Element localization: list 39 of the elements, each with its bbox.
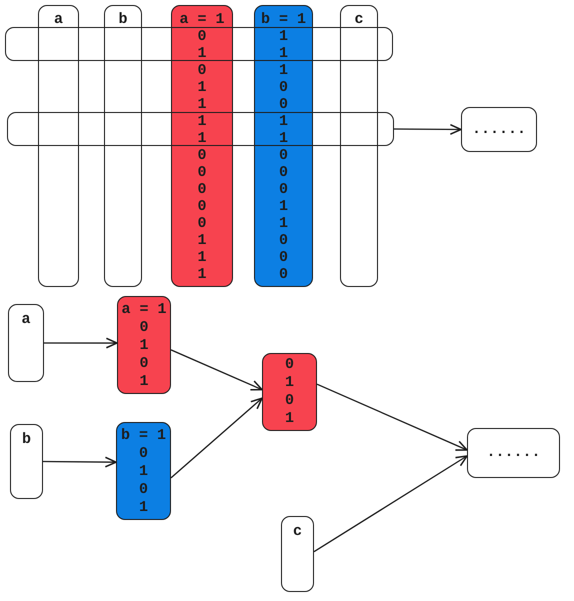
arrow	[394, 124, 462, 135]
column-box	[10, 424, 43, 499]
column-box	[340, 5, 378, 287]
column-box	[104, 5, 142, 287]
bit-values: 0 1 0 1	[284, 356, 295, 428]
arrow	[43, 456, 117, 468]
column-label: c	[292, 523, 302, 541]
column-box	[38, 5, 79, 287]
arrow	[314, 455, 468, 552]
bitmap-box	[262, 353, 317, 431]
column-box	[281, 516, 314, 592]
arrow	[170, 349, 263, 390]
result-box	[461, 107, 537, 152]
arrow	[44, 338, 118, 349]
bit-values: 0 1 0 1 1 1 1 0 0 0 0 0 1 1 1	[196, 28, 208, 283]
column-label: b	[118, 11, 128, 28]
row-outline	[5, 27, 393, 61]
bit-values: 1 1 1 0 0 1 1 0 0 0 1 1 0 0 0	[278, 28, 289, 283]
result-box	[467, 428, 560, 478]
bitmap-heading: a = 1	[121, 301, 166, 319]
column-label: a	[21, 311, 30, 329]
column-label: b	[22, 431, 31, 449]
column-label: a	[54, 11, 63, 28]
column-label: c	[354, 11, 364, 28]
ellipsis-text: ......	[472, 120, 526, 138]
bitmap-box	[117, 296, 171, 394]
bitmap-box	[116, 422, 171, 520]
arrow	[316, 384, 468, 451]
column-box	[8, 304, 44, 382]
bitmap-column	[171, 5, 233, 287]
column-heading: a = 1	[179, 11, 224, 28]
ellipsis-text: ......	[486, 444, 540, 462]
bit-values: 0 1 0 1	[138, 445, 149, 517]
bitmap-heading: b = 1	[120, 427, 166, 445]
bitmap-column	[254, 5, 313, 287]
row-outline	[7, 112, 394, 146]
arrow	[170, 397, 263, 478]
bit-values: 0 1 0 1	[138, 319, 150, 391]
column-heading: b = 1	[260, 11, 306, 28]
